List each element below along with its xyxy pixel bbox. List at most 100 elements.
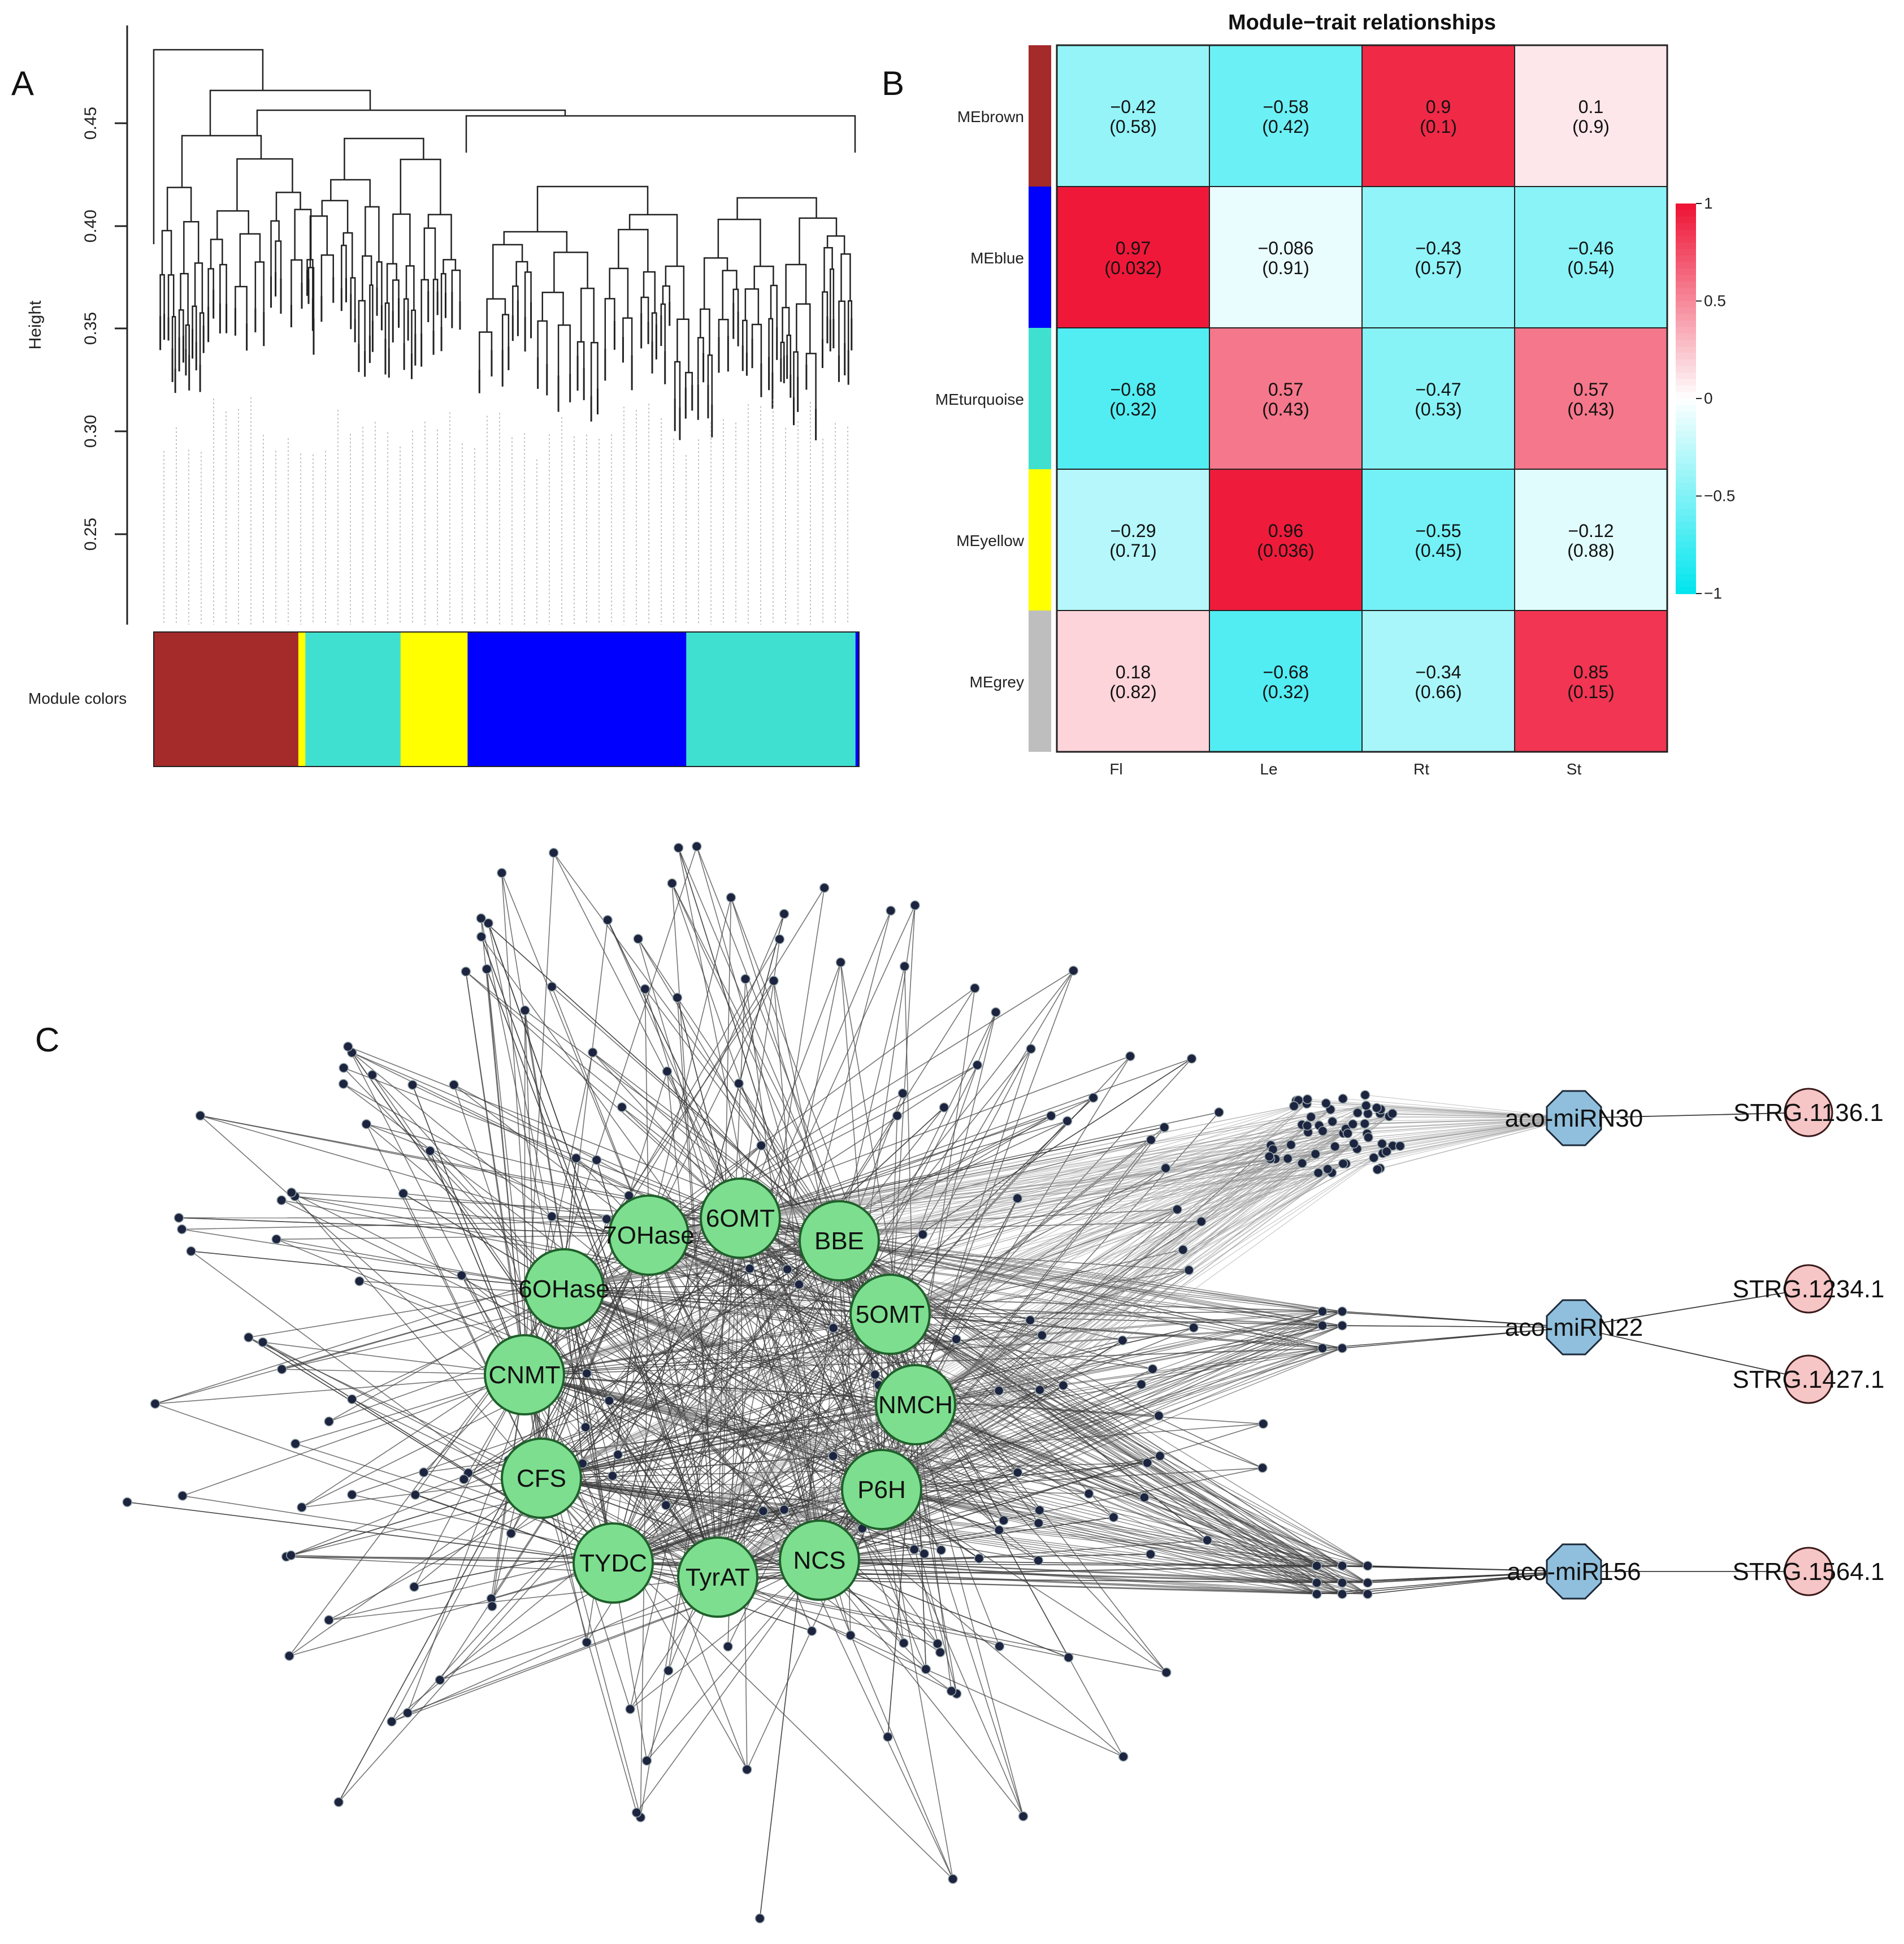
network-node-small bbox=[991, 1007, 1001, 1018]
network-edge bbox=[541, 1071, 668, 1479]
network-node-small bbox=[1146, 1135, 1156, 1145]
network-edge bbox=[541, 1128, 1346, 1479]
network-node-small bbox=[367, 1070, 378, 1080]
target-node bbox=[1784, 1354, 1833, 1404]
legend-gradient-step bbox=[1676, 555, 1696, 562]
legend-gradient-step bbox=[1676, 444, 1696, 451]
network-edge bbox=[637, 938, 840, 1241]
network-edge bbox=[890, 1311, 1343, 1315]
network-edge bbox=[541, 1384, 879, 1479]
network-edge bbox=[839, 1240, 1343, 1312]
dendrogram-branch bbox=[330, 179, 371, 207]
legend-gradient-step bbox=[1676, 210, 1696, 217]
network-edge bbox=[524, 1374, 1368, 1595]
network-edge bbox=[839, 1109, 1331, 1241]
network-edge bbox=[717, 1163, 1343, 1578]
heatmap-cell bbox=[1361, 327, 1515, 470]
cell-value: 0.57 bbox=[1573, 379, 1608, 400]
heatmap-cell bbox=[1056, 610, 1210, 752]
cell-value: −0.34 bbox=[1416, 662, 1461, 682]
dendrogram-branch bbox=[537, 320, 548, 364]
dendrogram-branch bbox=[392, 213, 411, 266]
dendrogram-branch bbox=[423, 227, 436, 280]
network-node-small bbox=[290, 1439, 301, 1449]
network-edge bbox=[881, 1311, 1323, 1490]
network-node-small bbox=[1363, 1589, 1373, 1599]
network-node-small bbox=[582, 1637, 592, 1648]
network-edge bbox=[541, 1340, 1123, 1479]
network-node-small bbox=[921, 1664, 931, 1674]
network-node-small bbox=[897, 1088, 908, 1098]
target-label: STRG.1234.1 bbox=[1732, 1275, 1884, 1303]
dendrogram-branch bbox=[342, 232, 353, 278]
network-node-small bbox=[1360, 1090, 1370, 1100]
row-color-swatch bbox=[1029, 611, 1051, 752]
legend-gradient-step bbox=[1676, 516, 1696, 523]
network-edge bbox=[717, 1103, 1307, 1578]
network-node-small bbox=[667, 878, 677, 889]
network-edge bbox=[881, 1489, 1024, 1817]
network-edge bbox=[563, 1116, 1390, 1289]
mirna-label: aco-miR156 bbox=[1507, 1558, 1641, 1586]
network-edge bbox=[372, 1075, 565, 1289]
network-edge bbox=[819, 1560, 1368, 1566]
network-edge bbox=[819, 1348, 1323, 1561]
legend-gradient-step bbox=[1676, 561, 1696, 568]
network-edge bbox=[524, 1145, 1271, 1375]
legend-gradient-step bbox=[1676, 223, 1696, 230]
network-node-small bbox=[617, 1102, 627, 1112]
network-edge bbox=[1386, 1118, 1575, 1152]
network-edge bbox=[915, 1404, 952, 1691]
legend-gradient-step bbox=[1676, 522, 1696, 529]
network-edge bbox=[648, 1235, 1323, 1349]
network-node-small bbox=[723, 1642, 733, 1652]
network-edge bbox=[541, 1218, 741, 1479]
legend-gradient-step bbox=[1676, 301, 1696, 308]
network-node-small bbox=[177, 1491, 188, 1501]
network-edge bbox=[563, 1288, 1343, 1312]
network-node-small bbox=[449, 1080, 459, 1090]
network-node-small bbox=[1035, 1385, 1045, 1395]
network-node-small bbox=[1202, 1535, 1212, 1545]
module-colors-label: Module colors bbox=[28, 690, 127, 707]
network-node-small bbox=[870, 1370, 881, 1380]
dendrogram-branch bbox=[707, 354, 713, 405]
cell-pvalue: (0.66) bbox=[1415, 682, 1462, 702]
cell-pvalue: (0.71) bbox=[1109, 540, 1157, 561]
network-edge bbox=[1354, 1118, 1575, 1144]
network-edge bbox=[1270, 1118, 1575, 1159]
dendrogram-branch bbox=[515, 261, 528, 287]
network-edge bbox=[541, 1270, 1189, 1479]
cell-pvalue: (0.43) bbox=[1262, 399, 1309, 419]
network-node-small bbox=[782, 1264, 792, 1275]
network-node-small bbox=[754, 1913, 765, 1924]
column-label: Le bbox=[1260, 760, 1277, 778]
network-edge bbox=[915, 1128, 1346, 1405]
network-edge bbox=[1342, 1311, 1575, 1328]
network-edge bbox=[915, 1404, 1343, 1595]
network-edge bbox=[563, 1158, 1288, 1289]
cell-pvalue: (0.88) bbox=[1567, 540, 1615, 561]
dendrogram-branch bbox=[270, 220, 280, 276]
dendrogram-branch bbox=[290, 259, 303, 305]
network-edge bbox=[613, 1325, 1343, 1564]
network-edge bbox=[1343, 1098, 1575, 1119]
network-edge bbox=[636, 1560, 820, 1813]
network-node-small bbox=[1363, 1578, 1373, 1588]
network-node-small bbox=[587, 1047, 598, 1058]
cell-value: −0.29 bbox=[1111, 521, 1156, 541]
network-node-small bbox=[1139, 1492, 1150, 1503]
cell-pvalue: (0.82) bbox=[1109, 682, 1157, 702]
target-label: STRG.1136.1 bbox=[1733, 1099, 1884, 1127]
network-edge bbox=[563, 1105, 1367, 1289]
network-edge bbox=[717, 1577, 1124, 1757]
network-node-small bbox=[476, 932, 487, 942]
network-node-small bbox=[1033, 1518, 1044, 1529]
network-edge bbox=[648, 897, 732, 1236]
legend-gradient-step bbox=[1676, 470, 1696, 477]
legend-gradient-step bbox=[1676, 457, 1696, 464]
mirna-label: aco-miRN22 bbox=[1505, 1314, 1643, 1341]
network-node-small bbox=[338, 1079, 349, 1089]
cell-pvalue: (0.1) bbox=[1420, 116, 1457, 137]
